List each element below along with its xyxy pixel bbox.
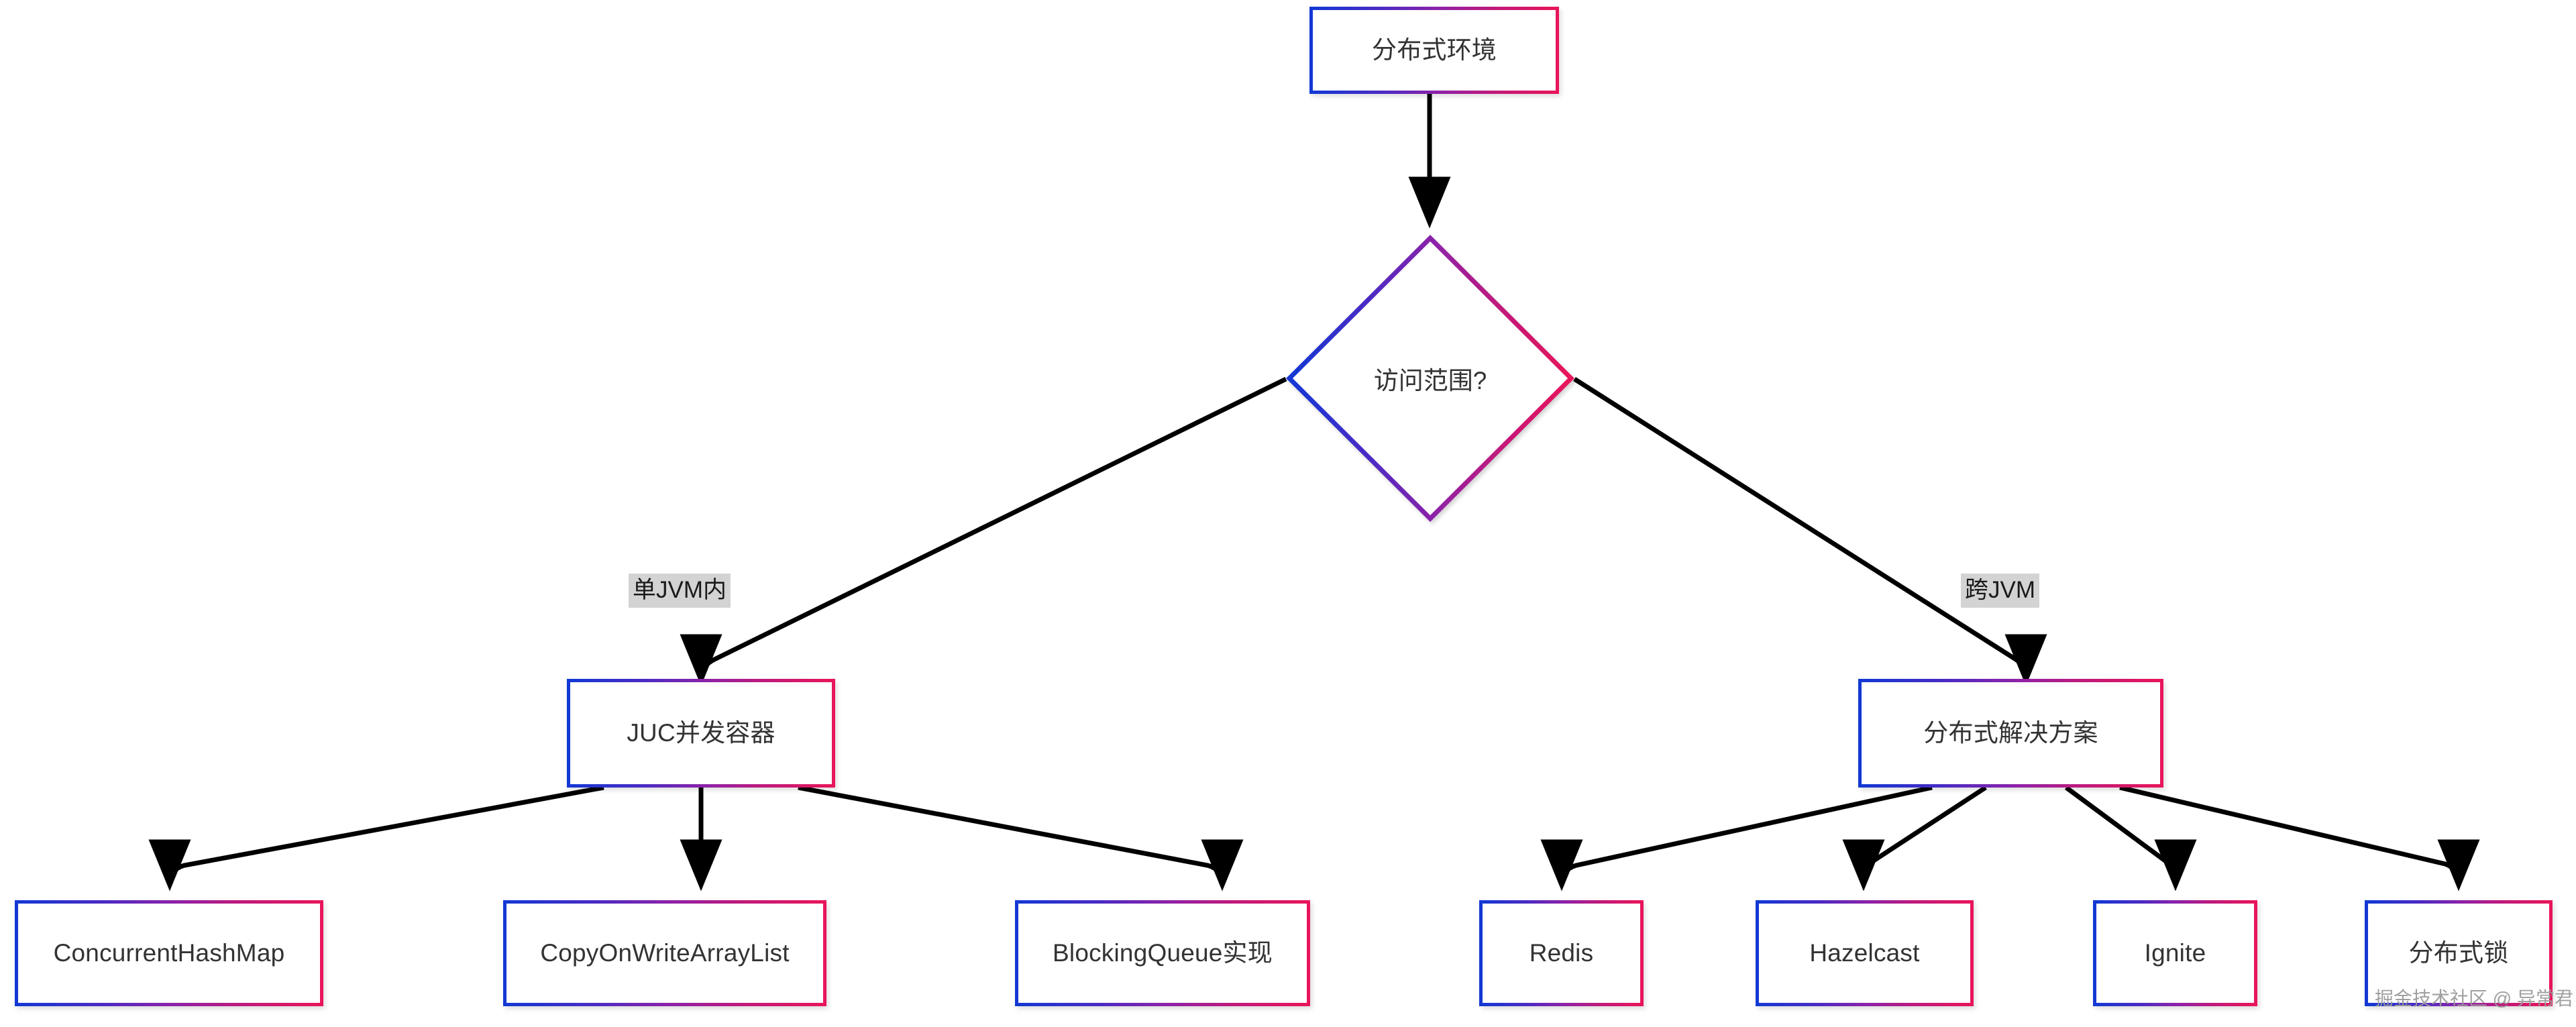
node-ignite[interactable]: Ignite (2093, 900, 2257, 1006)
edge-juc-to-chm (148, 785, 604, 891)
node-distributed-solution[interactable]: 分布式解决方案 (1858, 679, 2163, 788)
node-access-scope-decision[interactable]: 访问范围? (1286, 235, 1574, 522)
edge-decision-to-juc (680, 376, 1287, 686)
node-label: Redis (1529, 938, 1594, 967)
node-label: 访问范围? (1373, 367, 1487, 394)
node-concurrenthashmap[interactable]: ConcurrentHashMap (15, 900, 323, 1006)
node-distributed-lock[interactable]: 分布式锁 (2365, 900, 2553, 1006)
node-label: BlockingQueue实现 (1053, 938, 1273, 967)
node-juc-concurrent-containers[interactable]: JUC并发容器 (567, 679, 835, 788)
node-label: ConcurrentHashMap (53, 938, 285, 967)
node-label: Ignite (2144, 938, 2206, 967)
node-blockingqueue-impl[interactable]: BlockingQueue实现 (1015, 900, 1310, 1006)
node-label: 分布式锁 (2408, 938, 2509, 967)
edge-decision-to-dist (1573, 377, 2047, 686)
edge-dist-to-redis (1540, 785, 1933, 891)
node-label: CopyOnWriteArrayList (540, 938, 790, 967)
node-label: JUC并发容器 (627, 718, 775, 747)
node-label: 分布式解决方案 (1923, 718, 2098, 747)
edge-dist-to-ignite (2064, 786, 2197, 891)
edge-juc-to-bq (798, 785, 1244, 891)
node-distributed-environment[interactable]: 分布式环境 (1309, 7, 1559, 94)
diamond-shape (1286, 235, 1574, 522)
edge-dist-to-lock (2119, 785, 2480, 891)
node-label: Hazelcast (1809, 938, 1920, 967)
edge-label-cross-jvm: 跨JVM (1961, 574, 2040, 608)
node-hazelcast[interactable]: Hazelcast (1756, 900, 1974, 1006)
node-label: 分布式环境 (1372, 36, 1497, 64)
edge-label-single-jvm: 单JVM内 (629, 574, 731, 608)
node-copyonwritearraylist[interactable]: CopyOnWriteArrayList (503, 900, 826, 1006)
node-redis[interactable]: Redis (1479, 900, 1644, 1006)
edge-dist-to-hazel (1842, 786, 1987, 891)
watermark-credit: 掘金技术社区 @ 异常君 (2375, 988, 2573, 1009)
